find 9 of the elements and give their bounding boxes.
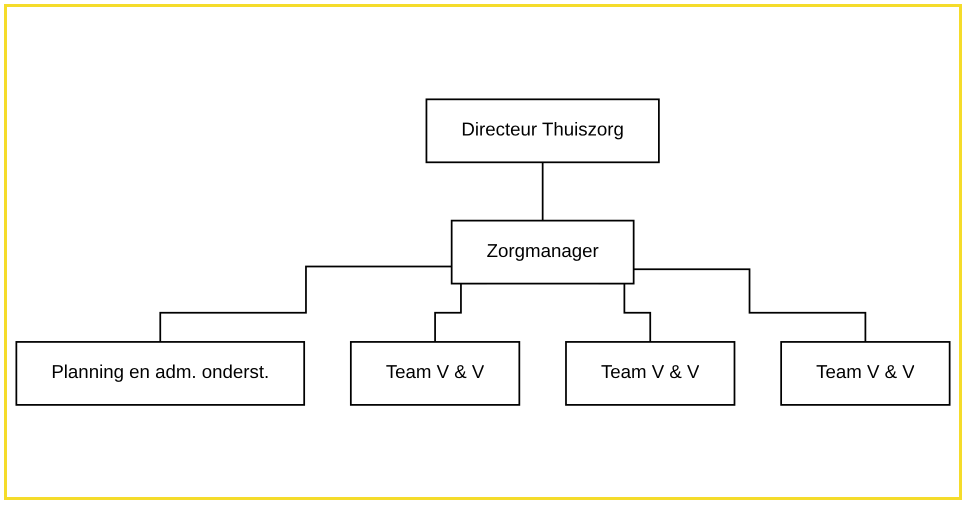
connector bbox=[542, 161, 544, 222]
connector bbox=[634, 268, 866, 343]
node-box: Team V & V bbox=[350, 340, 520, 406]
node-box: Planning en adm. onderst. bbox=[15, 340, 306, 406]
node-box: Team V & V bbox=[565, 340, 736, 406]
node-box: Zorgmanager bbox=[450, 220, 635, 284]
node-box: Directeur Thuiszorg bbox=[426, 98, 660, 164]
node-box: Team V & V bbox=[780, 340, 951, 406]
connector bbox=[159, 266, 452, 343]
